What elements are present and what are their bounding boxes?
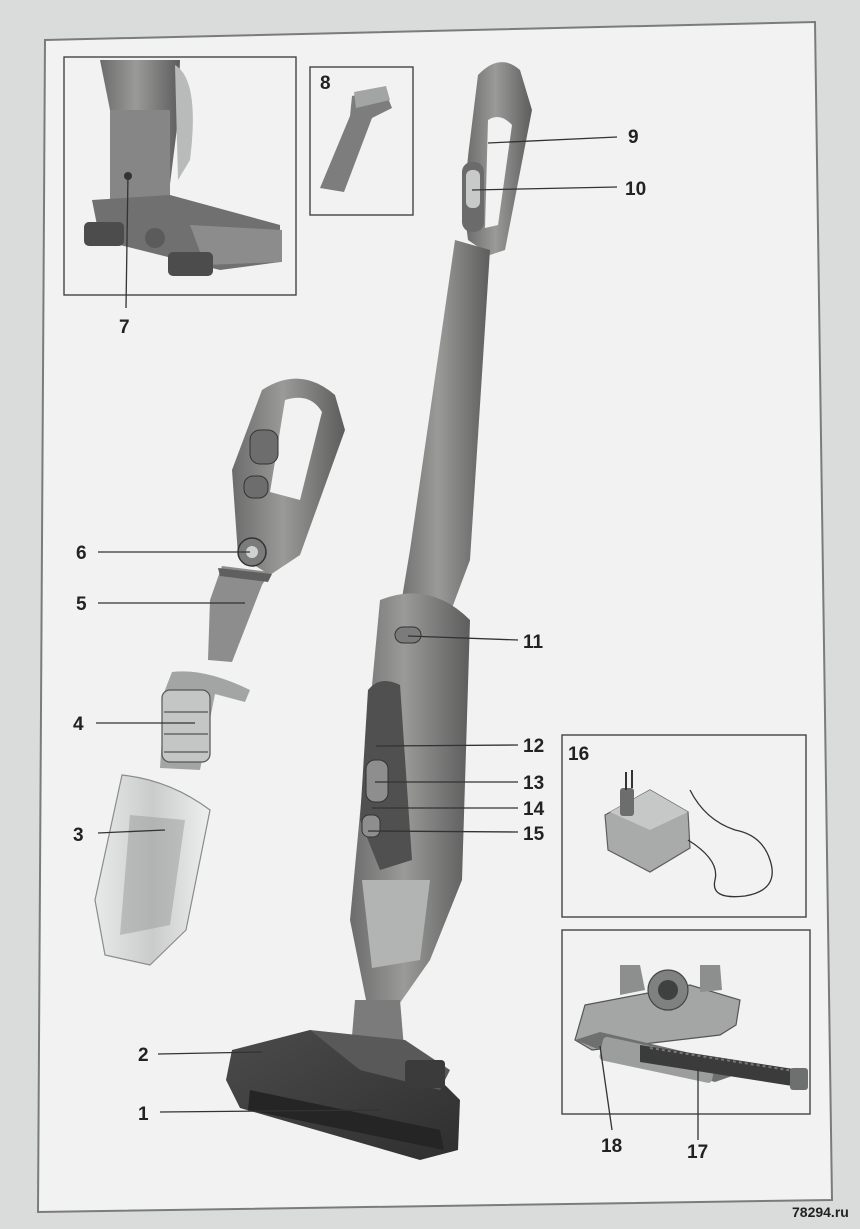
callout-10: 10 (625, 179, 646, 200)
callout-1: 1 (138, 1104, 149, 1125)
callout-11: 11 (523, 632, 544, 653)
callout-6: 6 (76, 543, 87, 564)
vacuum-main-unit (226, 62, 532, 1160)
inset-crevice-tool (309, 66, 414, 216)
leader-lines (96, 136, 699, 1140)
callout-14: 14 (523, 799, 545, 820)
callout-18: 18 (601, 1136, 622, 1157)
inset-brush-underside (561, 929, 811, 1115)
inset-nozzle-joint (63, 56, 297, 296)
callout-3: 3 (73, 825, 84, 846)
callout-12: 12 (523, 736, 544, 757)
callout-numbers: 7 8 9 10 11 12 13 14 15 16 6 5 4 3 2 1 1… (73, 73, 708, 1163)
callout-13: 13 (523, 773, 544, 794)
handheld-unit-exploded (94, 378, 345, 966)
callout-8: 8 (320, 73, 331, 94)
callout-15: 15 (523, 824, 545, 845)
callout-5: 5 (76, 594, 87, 615)
callout-17: 17 (687, 1142, 708, 1163)
callout-2: 2 (138, 1045, 149, 1066)
inset-charger (561, 734, 807, 918)
callout-16: 16 (568, 744, 589, 765)
callout-7: 7 (119, 317, 130, 338)
watermark: 78294.ru (792, 1204, 849, 1220)
callout-9: 9 (628, 127, 639, 148)
callout-4: 4 (73, 714, 84, 735)
